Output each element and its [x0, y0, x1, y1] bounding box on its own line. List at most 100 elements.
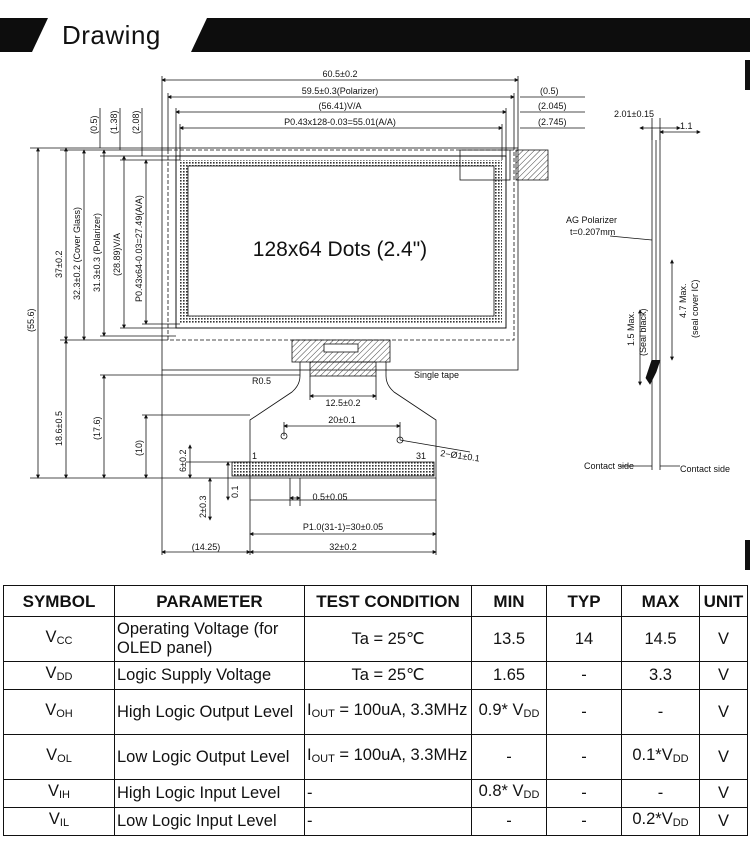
parameter-cell: Operating Voltage (for OLED panel): [114, 616, 305, 662]
min-cell: 1.65: [471, 661, 547, 690]
parameter-cell: High Logic Input Level: [114, 779, 305, 808]
contact-side-right: Contact side: [680, 464, 730, 474]
pin-pitch: P1.0(31-1)=30±0.05: [303, 522, 383, 532]
tape-width: 12.5±0.2: [326, 398, 361, 408]
dim-width-overall: 60.5±0.2: [323, 69, 358, 79]
max-cell: 14.5: [621, 616, 700, 662]
pin-row: [231, 461, 435, 477]
table-row: VOH High Logic Output Level IOUT = 100uA…: [3, 689, 748, 735]
col-unit: UNIT: [699, 585, 748, 617]
dim-height-pol: 31.3±0.3 (Polarizer): [92, 213, 102, 292]
parameter-cell: Logic Supply Voltage: [114, 661, 305, 690]
condition-cell: Ta = 25℃: [304, 616, 472, 662]
dim-height-aa: P0.43x64-0.03=27.49(A/A): [134, 195, 144, 302]
pin-first-label: 1: [252, 451, 257, 461]
max-seal-2: (Seal black): [638, 308, 648, 356]
electrical-spec-table: SYMBOL PARAMETER TEST CONDITION MIN TYP …: [3, 585, 748, 836]
edge-mark: [745, 60, 750, 90]
table-row: VIH High Logic Input Level - 0.8* VDD - …: [3, 779, 748, 808]
unit-cell: V: [699, 779, 748, 808]
parameter-cell: Low Logic Output Level: [114, 734, 305, 780]
dim-small-1: 2±0.3: [198, 496, 208, 518]
dim-width-aa: P0.43x128-0.03=55.01(A/A): [284, 117, 396, 127]
dim-height-fpc: 18.6±0.5: [54, 411, 64, 446]
condition-cell: IOUT = 100uA, 3.3MHz: [304, 689, 472, 735]
unit-cell: V: [699, 689, 748, 735]
condition-cell: IOUT = 100uA, 3.3MHz: [304, 734, 472, 780]
symbol-cell: VIL: [3, 807, 115, 836]
dim-width-va: (56.41)V/A: [318, 101, 361, 111]
unit-cell: V: [699, 661, 748, 690]
symbol-cell: VDD: [3, 661, 115, 690]
display-label: 128x64 Dots (2.4"): [253, 238, 427, 261]
mechanical-drawing: 60.5±0.2 59.5±0.3(Polarizer) (56.41)V/A …: [26, 69, 730, 555]
dim-offset-1: (0.5): [540, 86, 559, 96]
min-cell: 13.5: [471, 616, 547, 662]
section-header-tab: [32, 18, 207, 52]
section-title: Drawing: [62, 20, 161, 50]
tape-label: Single tape: [414, 370, 459, 380]
parameter-cell: High Logic Output Level: [114, 689, 305, 735]
symbol-cell: VIH: [3, 779, 115, 808]
min-cell: 0.8* VDD: [471, 779, 547, 808]
min-cell: -: [471, 734, 547, 780]
dim-height-va: (28.89)V/A: [112, 233, 122, 276]
hole-pitch: 20±0.1: [328, 415, 355, 425]
dim-pin-height: 6±0.2: [178, 450, 188, 472]
min-cell: -: [471, 807, 547, 836]
ag-polarizer-t: t=0.207mm: [570, 227, 615, 237]
table-row: VCC Operating Voltage (for OLED panel) T…: [3, 616, 748, 662]
typ-cell: 14: [546, 616, 622, 662]
condition-cell: -: [304, 779, 472, 808]
fpc-offset: (14.25): [192, 542, 221, 552]
parameter-cell: Low Logic Input Level: [114, 807, 305, 836]
max-cell: 0.1*VDD: [621, 734, 700, 780]
fpc-outline: [249, 362, 437, 479]
corner-radius: R0.5: [252, 376, 271, 386]
hole-diameter: 2−Ø1±0.1: [440, 448, 481, 463]
dim-height-fpc2: (17.6): [92, 416, 102, 440]
dim-height-cover: 32.3±0.2 (Cover Glass): [72, 207, 82, 300]
dim-height-fpc3: (10): [134, 440, 144, 456]
min-cell: 0.9* VDD: [471, 689, 547, 735]
table-row: VDD Logic Supply Voltage Ta = 25℃ 1.65 -…: [3, 661, 748, 690]
max-ic: 4.7 Max.: [678, 283, 688, 318]
typ-cell: -: [546, 661, 622, 690]
max-cell: 3.3: [621, 661, 700, 690]
dim-v-off3: (2.08): [131, 110, 141, 134]
active-area-inner: [187, 165, 495, 317]
typ-cell: -: [546, 734, 622, 780]
fpc-width: 32±0.2: [329, 542, 356, 552]
contact-side-left: Contact side: [584, 461, 634, 471]
dim-width-polarizer: 59.5±0.3(Polarizer): [302, 86, 378, 96]
col-symbol: SYMBOL: [3, 585, 115, 617]
col-parameter: PARAMETER: [114, 585, 305, 617]
col-typ: TYP: [546, 585, 622, 617]
typ-cell: -: [546, 779, 622, 808]
table-row: VIL Low Logic Input Level - - - 0.2*VDD …: [3, 807, 748, 836]
typ-cell: -: [546, 689, 622, 735]
unit-cell: V: [699, 616, 748, 662]
col-min: MIN: [471, 585, 547, 617]
table-row: VOL Low Logic Output Level IOUT = 100uA,…: [3, 734, 748, 780]
dim-height-total: (55.6): [26, 308, 36, 332]
max-cell: 0.2*VDD: [621, 807, 700, 836]
dim-height-glass: 37±0.2: [54, 251, 64, 278]
max-cell: -: [621, 779, 700, 808]
typ-cell: -: [546, 807, 622, 836]
pin-width: 0.5±0.05: [313, 492, 348, 502]
unit-cell: V: [699, 734, 748, 780]
dim-v-off2: (1.38): [109, 110, 119, 134]
dim-small-2: 0.1: [230, 485, 240, 498]
viewing-area: [175, 155, 507, 329]
side-thickness: 2.01±0.15: [614, 109, 654, 119]
side-thickness-2: 1.1: [680, 121, 693, 131]
dim-offset-3: (2.745): [538, 117, 567, 127]
ag-polarizer: AG Polarizer: [566, 215, 617, 225]
dim-v-off1: (0.5): [89, 115, 99, 134]
single-tape: [309, 361, 377, 377]
symbol-cell: VOH: [3, 689, 115, 735]
max-seal: 1.5 Max.: [626, 311, 636, 346]
corner-hatch: [515, 149, 549, 181]
max-cell: -: [621, 689, 700, 735]
